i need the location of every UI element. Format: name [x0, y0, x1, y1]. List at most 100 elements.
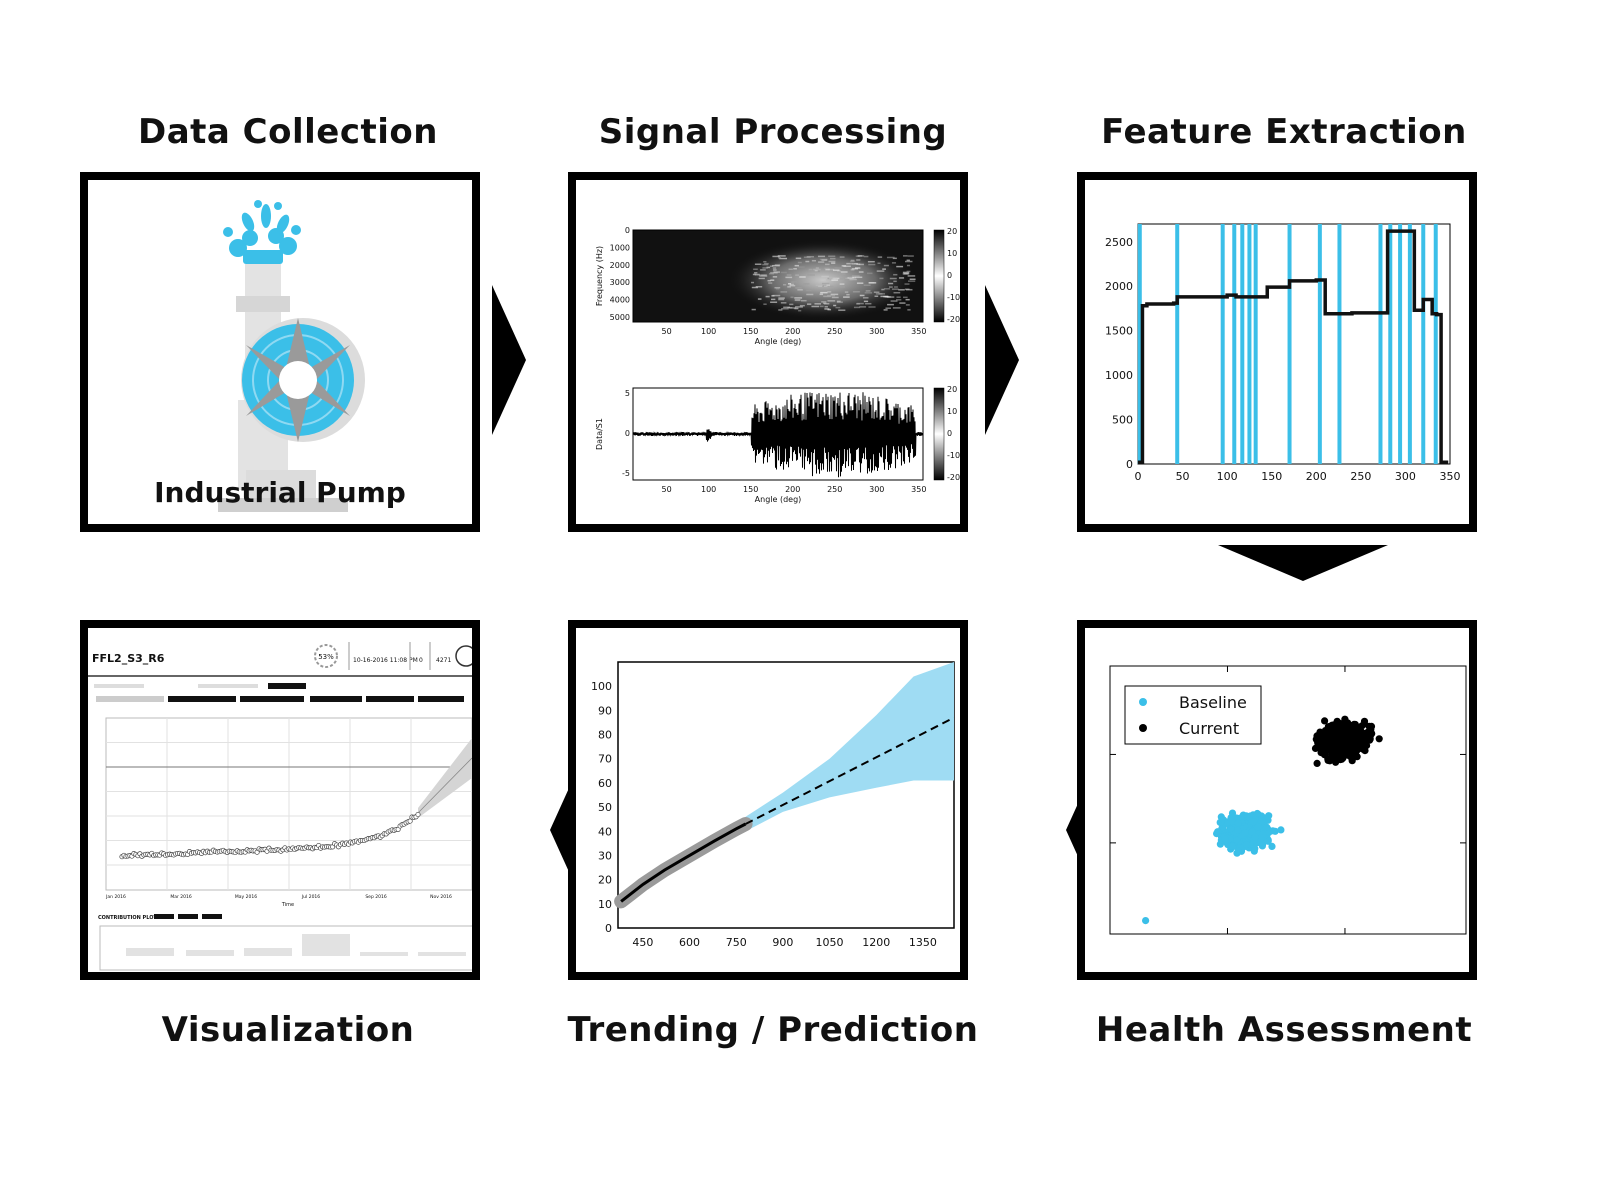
forecast-line: [745, 716, 955, 825]
current-cluster: [1311, 715, 1383, 767]
spectrogram-x-tick: 100: [701, 327, 716, 336]
legend-baseline-label: Baseline: [1179, 693, 1247, 712]
dashboard-x-label: Time: [281, 902, 294, 908]
health-percentage: 53%: [318, 653, 334, 661]
current-point: [1339, 738, 1347, 746]
title-data-collection: Data Collection: [137, 112, 438, 152]
current-point: [1313, 759, 1321, 767]
spectrogram-y-tick: 2000: [610, 261, 630, 270]
baseline-point: [1246, 812, 1254, 820]
trend-x-tick: 1050: [816, 936, 844, 949]
dashboard-forecast-band: [418, 738, 472, 818]
dashboard-x-tick: Jul 2016: [301, 894, 320, 900]
feature-highlight-band: [1317, 224, 1322, 464]
waveform-colorbar-tick: 0: [947, 429, 952, 438]
tab-4[interactable]: [310, 696, 362, 702]
waveform-line: [632, 392, 924, 478]
panel-data-collection: Industrial Pump: [80, 172, 480, 532]
baseline-point: [1237, 814, 1245, 822]
waveform-y-tick: 5: [625, 389, 630, 398]
feature-y-tick: 2500: [1105, 236, 1133, 249]
waveform-colorbar-tick: -10: [947, 451, 960, 460]
contribution-label: CONTRIBUTION PLOT:: [98, 915, 159, 921]
spectrogram-x-tick: 350: [911, 327, 926, 336]
spectrogram-y-tick: 5000: [610, 313, 630, 322]
spectrogram-x-tick: 50: [662, 327, 672, 336]
waveform-colorbar-tick: 20: [947, 385, 957, 394]
dashboard-x-tick: Jan 2016: [105, 894, 126, 900]
feature-x-tick: 350: [1440, 470, 1461, 483]
dashboard-points: [119, 811, 421, 860]
feature-line: [1138, 229, 1449, 464]
baseline-point: [1257, 834, 1265, 842]
waveform-y-tick: 0: [625, 429, 630, 438]
baseline-point: [1254, 823, 1262, 831]
feature-y-tick: 1000: [1105, 369, 1133, 382]
dashboard-x-tick: Sep 2016: [365, 894, 387, 900]
feature-highlight-band: [1388, 224, 1393, 464]
tab-1[interactable]: [96, 696, 164, 702]
contribution-button-1[interactable]: [154, 914, 174, 919]
spectrogram-colorbar-tick: -10: [947, 293, 960, 302]
tab-3[interactable]: [240, 696, 304, 702]
trend-y-tick: 50: [598, 801, 612, 814]
current-point: [1345, 739, 1353, 747]
dashboard-point: [407, 818, 413, 824]
trend-x-tick: 750: [726, 936, 747, 949]
feature-highlight-band: [1433, 224, 1438, 464]
waveform-y-tick: -5: [622, 469, 630, 478]
title-signal-processing: Signal Processing: [598, 112, 948, 152]
baseline-point: [1234, 819, 1242, 827]
history-line: [620, 822, 747, 903]
spectrogram-y-tick: 3000: [610, 278, 630, 287]
contribution-button-3[interactable]: [202, 914, 222, 919]
count-a: 0: [419, 657, 423, 664]
waveform-x-tick: 150: [743, 485, 758, 494]
title-visualization: Visualization: [161, 1010, 415, 1050]
trend-x-tick: 450: [632, 936, 653, 949]
current-point: [1317, 735, 1325, 743]
waveform-x-tick: 350: [911, 485, 926, 494]
feature-x-tick: 50: [1176, 470, 1190, 483]
current-point: [1338, 754, 1346, 762]
baseline-cluster: [1142, 809, 1285, 925]
baseline-point: [1253, 809, 1261, 818]
trend-x-tick: 900: [772, 936, 793, 949]
trend-x-tick: 600: [679, 936, 700, 949]
tab-5[interactable]: [366, 696, 414, 702]
set-button[interactable]: [268, 683, 306, 689]
legend: Baseline Current: [1124, 685, 1262, 745]
legend-current-label: Current: [1179, 719, 1239, 738]
current-point: [1328, 742, 1336, 750]
feature-highlight-band: [1398, 224, 1403, 464]
legend-current-marker: [1139, 724, 1147, 732]
tab-6[interactable]: [418, 696, 464, 702]
title-health-assessment: Health Assessment: [1095, 1010, 1473, 1050]
dashboard-point: [415, 811, 421, 818]
current-point: [1314, 740, 1322, 748]
feature-y-tick: 1500: [1105, 325, 1133, 338]
caption-industrial-pump: Industrial Pump: [154, 476, 406, 509]
baseline-point: [1268, 842, 1276, 850]
feature-highlight-band: [1175, 224, 1180, 464]
trend-y-tick: 100: [591, 680, 612, 693]
contribution-button-2[interactable]: [178, 914, 198, 919]
feature-x-tick: 100: [1217, 470, 1238, 483]
feature-highlight-band: [1240, 224, 1245, 464]
trend-y-tick: 20: [598, 874, 612, 887]
feature-x-tick: 200: [1306, 470, 1327, 483]
feature-highlight-band: [1407, 224, 1412, 464]
current-point: [1375, 735, 1383, 743]
baseline-point: [1234, 847, 1242, 855]
current-point: [1336, 732, 1344, 740]
triangle-arrow-icon: [1218, 545, 1388, 581]
current-point: [1349, 749, 1357, 757]
baseline-point: [1214, 828, 1222, 836]
baseline-point: [1233, 835, 1241, 844]
waveform-colorbar-tick: 10: [947, 407, 957, 416]
tab-2[interactable]: [168, 696, 236, 702]
prediction-confidence-band: [745, 662, 954, 832]
